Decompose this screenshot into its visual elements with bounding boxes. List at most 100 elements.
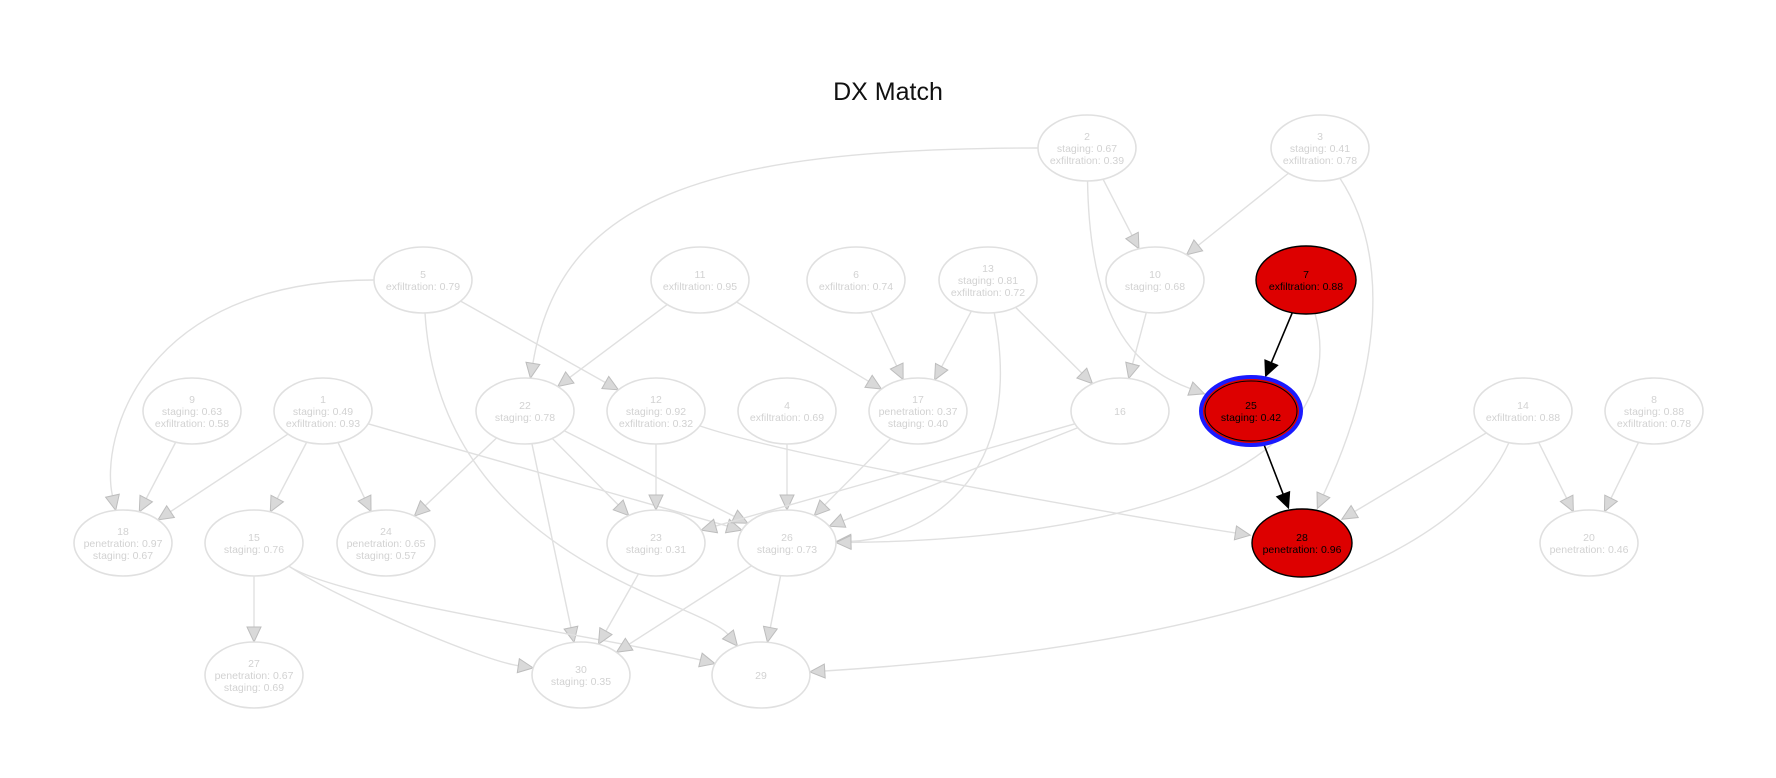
edge-arrowhead — [779, 494, 795, 512]
node-ellipse — [204, 641, 304, 709]
node-attribute-label: staging: 0.69 — [224, 682, 284, 694]
edge-3-to-10 — [1185, 172, 1289, 256]
node-id-label: 20 — [1583, 532, 1595, 544]
edge-17-to-26 — [813, 437, 892, 517]
edge-line — [1354, 432, 1487, 513]
edge-2-to-22 — [525, 147, 1039, 380]
edge-arrowhead — [813, 499, 831, 517]
edge-arrowhead — [762, 625, 779, 644]
node-id-label: 29 — [755, 670, 767, 682]
edge-arrowhead — [1340, 504, 1360, 520]
edge-7-to-25 — [1264, 311, 1294, 378]
edge-line — [628, 565, 752, 645]
node-id-label: 10 — [1149, 269, 1161, 281]
node-attribute-label: staging: 0.76 — [224, 544, 284, 556]
node-id-label: 27 — [248, 658, 260, 670]
edge-arrowhead — [516, 657, 535, 674]
edge-line — [824, 437, 892, 506]
edge-12-to-23 — [648, 444, 664, 512]
edge-arrowhead — [157, 504, 176, 521]
edge-line — [1270, 311, 1294, 363]
node-ellipse — [475, 377, 575, 445]
edge-arrowhead — [138, 494, 154, 513]
edge-line — [424, 437, 498, 507]
edge-arrowhead — [525, 361, 541, 380]
node-id-label: 14 — [1517, 400, 1529, 412]
edge-arrowhead — [1125, 361, 1141, 380]
node-id-label: 13 — [982, 263, 994, 275]
edge-line — [1197, 172, 1289, 246]
edge-15-to-27 — [246, 576, 262, 644]
node-29[interactable]: 29 — [711, 641, 811, 709]
node-ellipse — [1539, 509, 1639, 577]
node-attribute-label: exfiltration: 0.39 — [1050, 155, 1124, 167]
edge-5-to-18 — [104, 279, 375, 512]
edge-line — [532, 147, 1039, 364]
edge-6-to-17 — [870, 311, 904, 381]
node-id-label: 11 — [695, 269, 706, 281]
node-ellipse — [1037, 114, 1137, 182]
graph-title: DX Match — [833, 78, 943, 106]
edge-5-to-12 — [460, 300, 620, 391]
node-id-label: 8 — [1651, 394, 1657, 406]
node-attribute-label: exfiltration: 0.88 — [1269, 281, 1343, 293]
node-attribute-label: staging: 0.41 — [1290, 143, 1350, 155]
edge-16-to-26 — [828, 427, 1079, 528]
edges-layer — [104, 147, 1640, 679]
edge-14-to-28 — [1340, 432, 1487, 520]
node-attribute-label: penetration: 0.67 — [215, 670, 294, 682]
edge-2-to-25 — [1086, 180, 1206, 396]
edge-line — [531, 443, 572, 628]
node-attribute-label: staging: 0.88 — [1624, 406, 1684, 418]
edge-line — [569, 303, 668, 379]
node-16[interactable]: 16 — [1070, 377, 1170, 445]
node-id-label: 23 — [650, 532, 662, 544]
node-attribute-label: staging: 0.63 — [162, 406, 222, 418]
edge-line — [715, 423, 1076, 527]
edge-22-to-23 — [551, 437, 630, 517]
edge-13-to-16 — [1015, 306, 1094, 385]
edge-arrowhead — [721, 629, 739, 647]
node-id-label: 12 — [650, 394, 662, 406]
edge-arrowhead — [1185, 238, 1204, 256]
node-id-label: 25 — [1245, 400, 1257, 412]
node-ellipse — [373, 246, 473, 314]
node-inner-ring — [1204, 380, 1298, 442]
edge-3-to-28 — [1316, 177, 1374, 510]
edge-arrowhead — [1124, 231, 1140, 250]
edge-arrowhead — [357, 494, 372, 513]
node-ellipse — [1070, 377, 1170, 445]
node-ellipse — [711, 641, 811, 709]
edge-arrowhead — [1559, 494, 1574, 513]
edge-line — [769, 575, 782, 628]
edge-line — [941, 310, 973, 368]
edge-line — [850, 312, 1001, 543]
